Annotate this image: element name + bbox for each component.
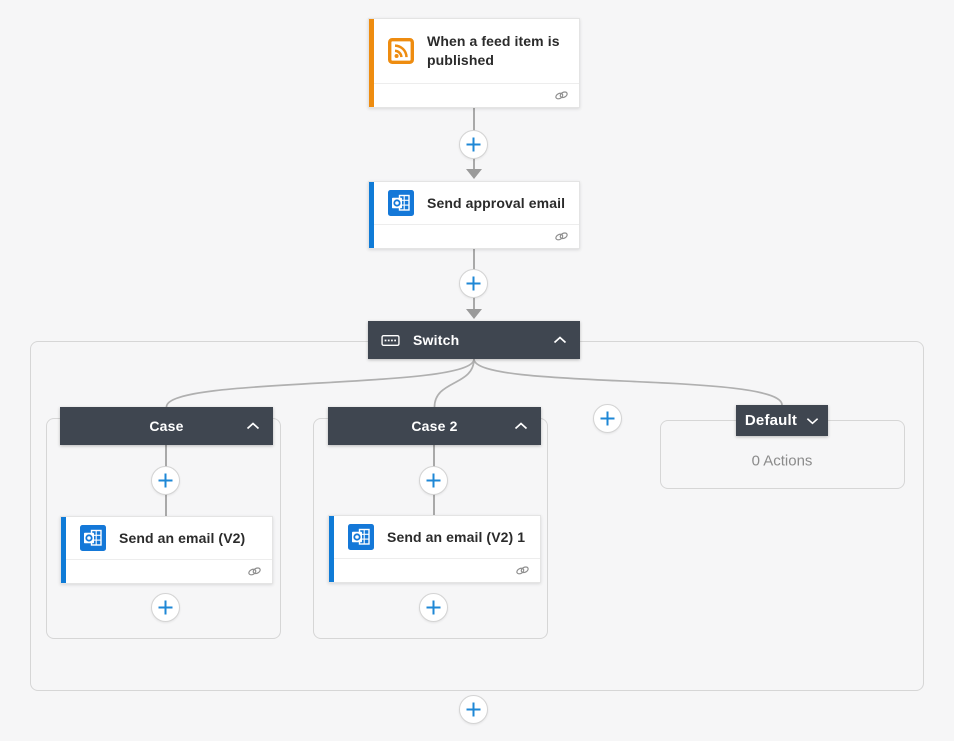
action-title: Send an email (V2) xyxy=(119,529,246,546)
insert-step-button[interactable] xyxy=(459,269,488,298)
action-accent-bar xyxy=(61,517,66,583)
outlook-icon xyxy=(80,525,106,551)
chevron-down-icon[interactable] xyxy=(806,417,819,425)
action-accent-bar xyxy=(369,182,374,248)
send-email-v2-1-card[interactable]: Send an email (V2) 1 xyxy=(328,515,541,583)
chevron-up-icon[interactable] xyxy=(246,422,260,430)
action-title: Send approval email xyxy=(427,194,566,211)
case1-label: Case xyxy=(149,418,184,434)
add-case-button[interactable] xyxy=(593,404,622,433)
chevron-up-icon[interactable] xyxy=(514,422,528,430)
trigger-card[interactable]: When a feed item is published xyxy=(368,18,580,108)
send-email-v2-card[interactable]: Send an email (V2) xyxy=(60,516,273,584)
case2-header[interactable]: Case 2 xyxy=(328,407,541,445)
action-accent-bar xyxy=(329,516,334,582)
case1-header[interactable]: Case xyxy=(60,407,273,445)
switch-label: Switch xyxy=(413,332,460,348)
keyboard-icon xyxy=(381,334,400,346)
case2-label: Case 2 xyxy=(411,418,458,434)
chain-link-icon xyxy=(247,566,262,577)
chevron-up-icon[interactable] xyxy=(553,336,567,344)
insert-step-button[interactable] xyxy=(419,593,448,622)
insert-step-button[interactable] xyxy=(459,695,488,724)
trigger-accent-bar xyxy=(369,19,374,107)
outlook-icon xyxy=(388,190,414,216)
action-title: Send an email (V2) 1 xyxy=(387,528,526,545)
default-header[interactable]: Default xyxy=(736,405,828,436)
outlook-icon xyxy=(348,524,374,550)
send-approval-email-card[interactable]: Send approval email xyxy=(368,181,580,249)
insert-step-button[interactable] xyxy=(419,466,448,495)
chain-link-icon xyxy=(515,565,530,576)
default-label: Default xyxy=(744,412,798,429)
chain-link-icon xyxy=(554,231,569,242)
switch-header[interactable]: Switch xyxy=(368,321,580,359)
trigger-title: When a feed item is published xyxy=(427,33,560,68)
insert-step-button[interactable] xyxy=(459,130,488,159)
default-empty-actions: 0 Actions xyxy=(751,452,813,470)
chain-link-icon xyxy=(554,90,569,101)
insert-step-button[interactable] xyxy=(151,466,180,495)
rss-icon xyxy=(388,38,415,65)
insert-step-button[interactable] xyxy=(151,593,180,622)
